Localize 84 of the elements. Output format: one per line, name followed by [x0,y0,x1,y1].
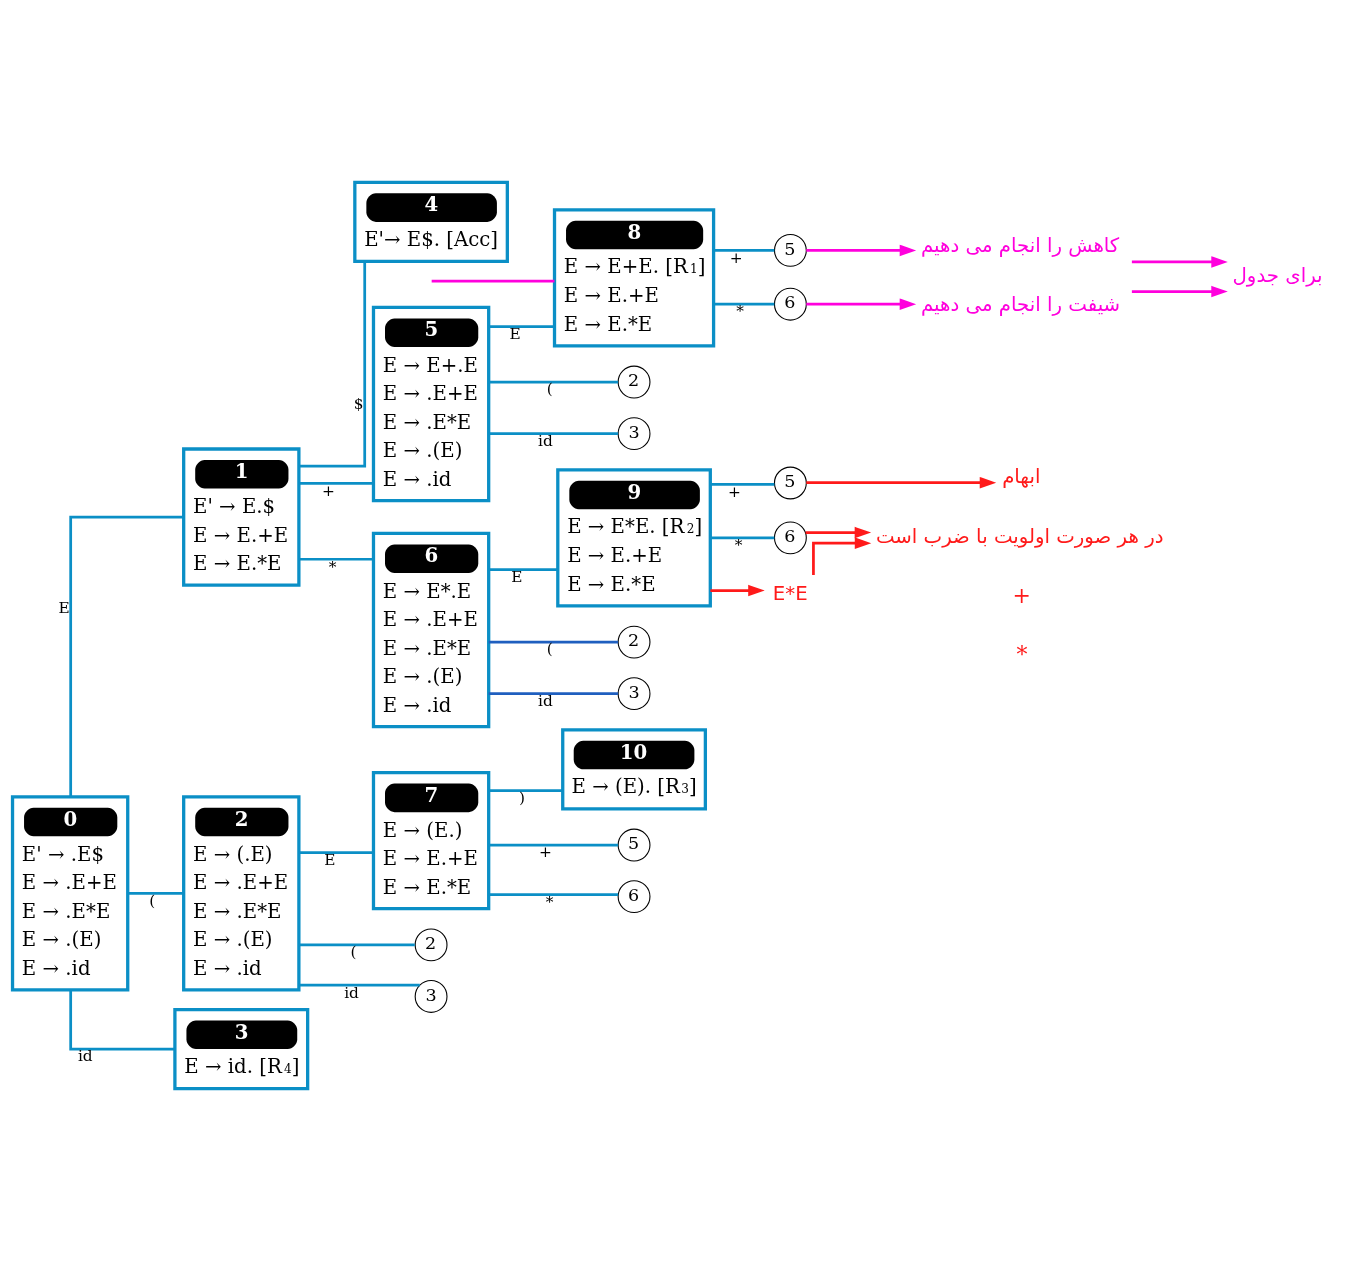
node-box: 8 E → E+E. [R1] E → E.+E E → E.*E [552,207,716,347]
edge-label: * [545,892,554,911]
node-circle: 2 [414,927,448,961]
connector [299,261,367,468]
arrow [812,536,872,575]
edge-label: $ [353,394,364,413]
node-circle: 6 [773,287,807,321]
node-box: 6 E → E*.E E → .E+E E → .E*E E → .(E) E → .id [371,531,491,728]
connector [299,481,374,485]
node-box: 7 E → (E.) E → E.+E E → E.*E [371,770,491,910]
node-text: E*E [772,581,808,605]
connector [488,431,619,435]
edge-label: * [734,535,743,554]
node-box: 10 E → (E). [R3] [561,727,707,810]
edge-label: + [728,482,741,501]
edge-label: * [328,557,337,576]
node-circle: 2 [617,365,651,399]
connector [299,983,420,987]
connector [299,943,415,946]
node-circle: 2 [617,625,651,659]
node-box: 3 E → id. [R4] [173,1007,310,1090]
edge-label: E [324,850,336,869]
connector [488,691,619,695]
edge-label: ( [149,891,156,910]
arrow [806,297,917,310]
node-box: 1 E' → E.$ E → E.+E E → E.*E [182,446,301,587]
node-text: کاهش را انجام می دهیم [920,233,1120,257]
edge-label: E [511,567,523,586]
node-box: 0 E' → .E$ E → .E+E E → .E*E E → .(E) E → .id [10,794,130,991]
edge-label: id [344,983,359,1001]
connector [488,567,558,571]
node-circle: 6 [617,879,651,913]
node-text: برای جدول [1232,263,1323,287]
arrow [806,476,997,488]
node-circle: 5 [773,233,807,267]
edge-label: id [77,1046,93,1065]
connector [488,380,619,383]
node-circle: 6 [773,520,807,554]
label: + [1012,582,1031,608]
connector [713,302,775,306]
connector [488,788,563,792]
edge-label: * [736,301,744,320]
edge-label: + [729,248,743,267]
connector [710,482,775,486]
node-circle: 5 [773,466,807,499]
connector [710,536,775,539]
connector [69,989,175,1050]
connector [431,279,555,282]
edge-label: ( [546,639,553,658]
connector [488,640,619,643]
node-box: 4 E'→ E$. [Acc] [353,180,509,263]
edge-label: E [509,324,521,343]
connector [299,557,374,561]
connector [69,515,184,796]
node-text: در هر صورت اولویت با ضرب است [875,524,1164,548]
node-circle: 3 [617,676,651,710]
node-circle: 5 [617,828,651,861]
connector [488,892,619,896]
edge-label: id [538,691,553,710]
edge-label: ( [546,379,553,398]
connector [713,248,775,252]
arrow [1131,285,1228,297]
arrow [710,584,765,596]
node-circle: 3 [414,979,448,1013]
connector [488,324,555,328]
edge-label: ) [519,788,526,807]
arrow [805,526,872,538]
node-text: شیفت را انجام می دهیم [920,292,1121,316]
node-text: ابهام [1002,464,1041,488]
arrow [806,244,917,256]
edge-label: id [538,431,553,450]
label: * [1016,641,1028,667]
edge-label: + [322,481,335,500]
connector [128,891,184,895]
edge-label: + [539,842,552,861]
edge-label: E [58,598,70,617]
arrow [1131,255,1228,268]
node-box: 5 E → E+.E E → .E+E E → .E*E E → .(E) E → .id [371,305,491,502]
connector [488,843,619,846]
node-circle: 3 [617,416,651,450]
node-box: 9 E → E*E. [R2] E → E.+E E → E.*E [556,467,712,608]
connector [299,850,374,854]
edge-label: ( [350,942,357,961]
node-box: 2 E → (.E) E → .E+E E → .E*E E → .(E) E → .id [182,794,301,991]
